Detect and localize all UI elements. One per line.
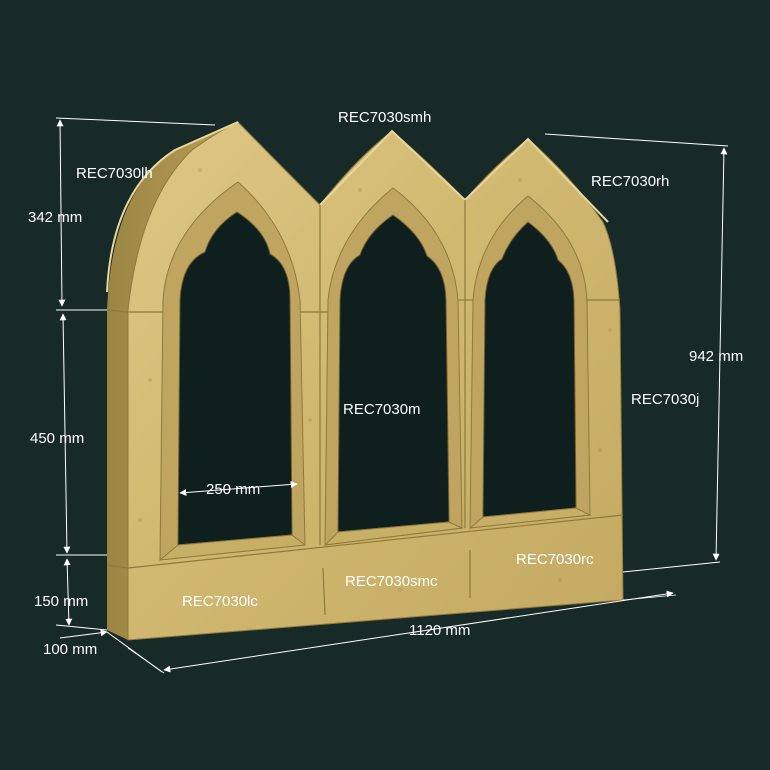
stone-window xyxy=(106,121,624,641)
dim-head-height: 342 mm xyxy=(28,209,82,226)
label-mullion: REC7030m xyxy=(343,401,421,418)
dim-depth: 100 mm xyxy=(43,641,97,658)
window-lights xyxy=(177,211,577,546)
label-right-head: REC7030rh xyxy=(591,173,669,190)
dim-jamb-height: 450 mm xyxy=(30,430,84,447)
block-joints xyxy=(106,200,624,616)
dim-light-width: 250 mm xyxy=(206,481,260,498)
label-left-head: REC7030lh xyxy=(76,165,153,182)
label-middle-cill: REC7030smc xyxy=(345,573,438,590)
label-right-cill: REC7030rc xyxy=(516,551,594,568)
label-left-cill: REC7030lc xyxy=(182,593,258,610)
left-light xyxy=(177,211,293,546)
dimension-lines xyxy=(55,117,729,674)
label-jamb: REC7030j xyxy=(631,391,699,408)
dim-total-height: 942 mm xyxy=(689,348,743,365)
middle-light xyxy=(337,214,450,533)
dim-cill-height: 150 mm xyxy=(34,593,88,610)
dim-total-width: 1120 mm xyxy=(409,622,470,639)
label-middle-head: REC7030smh xyxy=(338,109,431,126)
labels: REC7030lh REC7030smh REC7030rh REC7030m … xyxy=(28,109,743,658)
right-light xyxy=(482,221,577,518)
cill-ledges xyxy=(158,507,592,561)
